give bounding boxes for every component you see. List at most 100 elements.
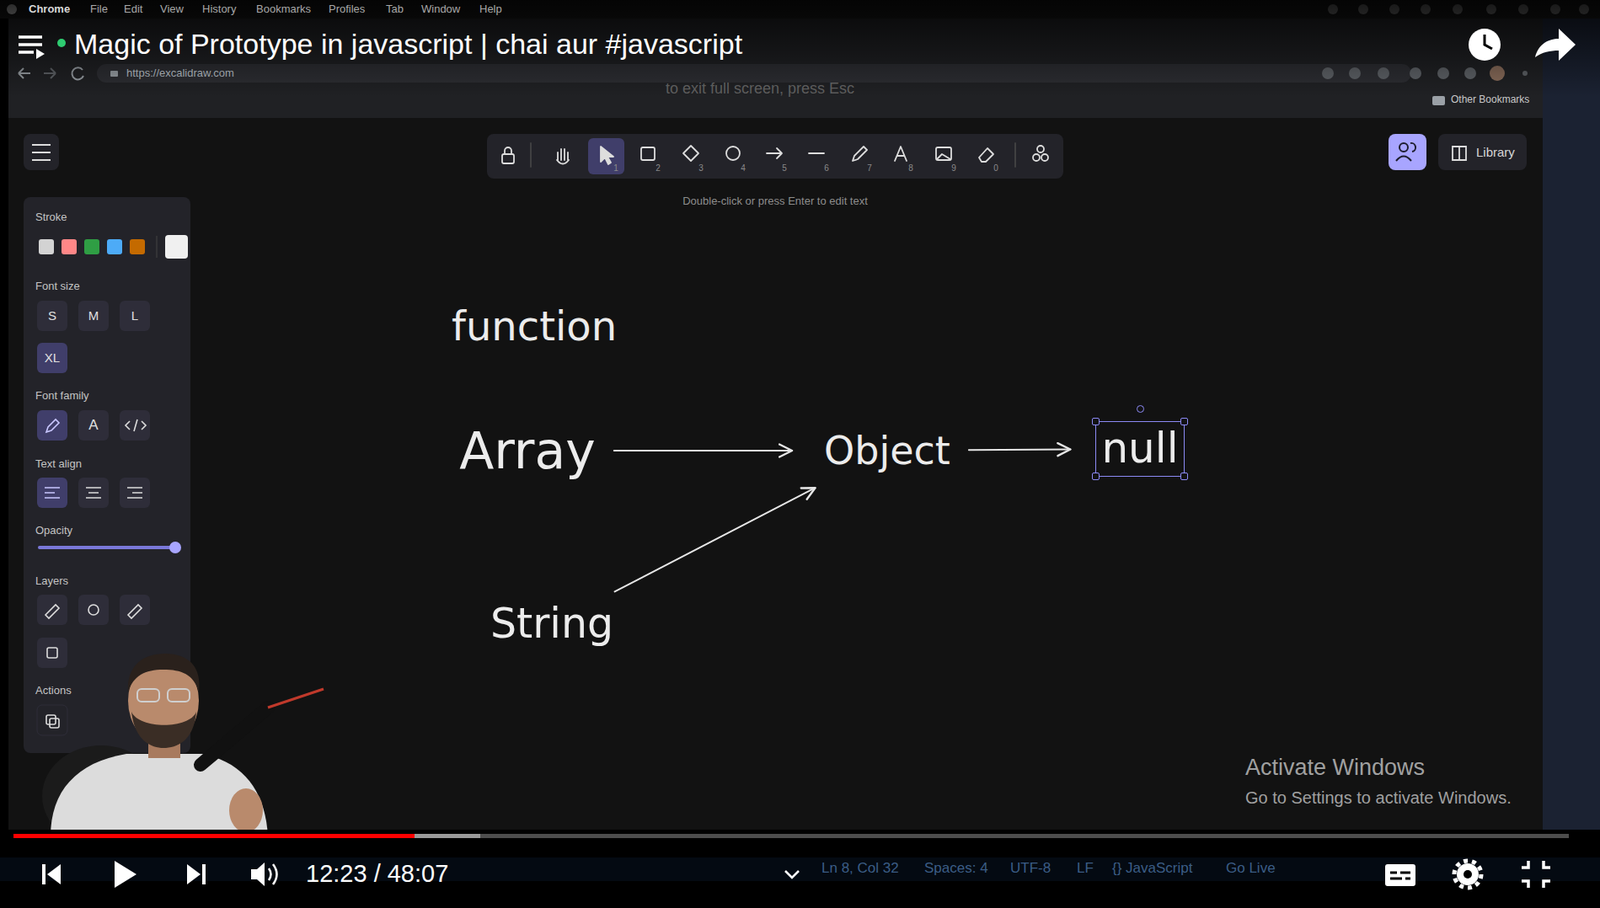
lock-shackle [504,147,512,155]
menu-item: Tab [385,3,404,17]
color-swatch [107,239,123,255]
image-mountain [936,154,951,160]
progress-track [13,834,1569,839]
menu-item: Profiles [328,3,365,17]
settings-hole [1463,870,1472,879]
panel-heading: Layers [35,575,69,589]
size-button [37,342,68,374]
arrow-connector [615,487,816,592]
video-title: Magic of Prototype in javascript | chai … [74,27,743,61]
video-time: 12:23 / 48:07 [305,860,449,889]
layer-icon [45,604,59,619]
select-tool [600,146,614,165]
captions-lines [1390,872,1411,879]
font-button [37,410,68,441]
layer-icons [45,604,142,728]
text-element: String [483,597,621,652]
size-button [119,300,150,332]
swatch-separator [156,235,158,258]
watch-later-icon [1468,28,1501,61]
color-swatch [84,239,100,255]
shortcut-number: 9 [951,163,957,174]
excalidraw-canvas [8,117,1543,830]
menu-item: Chrome [28,3,70,17]
panel-heading: Font size [35,280,81,294]
opacity-slider [37,545,179,550]
presenter-hair [128,653,200,693]
main-menu-button [23,133,59,171]
canvas-hint: Double-click or press Enter to edit text [682,195,868,209]
font-button [78,410,109,441]
diamond-tool [683,145,699,161]
status-item: Ln 8, Col 32 [821,860,899,878]
color-swatch [129,239,145,255]
size-option: S [48,308,57,323]
shortcut-number: 6 [824,163,830,174]
shortcut-number: 8 [908,163,914,174]
layer-button [119,594,150,626]
title-shade [0,0,1600,97]
color-swatch [61,239,77,255]
pencil-tool [852,146,867,161]
library-icon [1452,146,1467,161]
lock-tool [502,154,514,164]
node-text: Array [459,422,596,481]
button-label: Library [1476,144,1515,160]
color-swatch [38,239,54,255]
status-item: Go Live [1225,860,1276,878]
tool-separator [529,143,532,167]
tool-icons [502,143,1049,167]
collab-icon [1396,143,1416,161]
panel-heading: Stroke [35,211,68,225]
progress-played [13,834,415,839]
hand-font-icon [46,419,59,433]
presenter-hand [229,788,263,833]
selected-text-element: null [1095,421,1184,477]
code-font-icon [125,419,146,432]
playlist-play-icon [36,48,45,59]
selection-handle [1091,472,1100,481]
shortcut-number: 0 [993,163,999,174]
line-tool [808,152,825,155]
layer-button [78,594,109,626]
size-button [37,300,68,332]
watermark: Activate Windows [1245,754,1425,782]
playlist-icon [18,37,43,53]
collaborate-button [1388,133,1427,171]
font-button [119,410,150,441]
menu-item: Help [479,3,503,17]
ellipse-tool [726,146,740,161]
layer-button [37,594,68,626]
layer-icon [128,604,142,619]
arrow-connector [968,449,1071,452]
presenter-glasses [137,689,160,702]
extra-tool [1032,154,1040,161]
shortcut-number: 2 [655,163,661,174]
opacity-thumb [169,541,182,554]
size-option: L [131,308,139,323]
previous-icon [47,864,61,885]
status-item: {} JavaScript [1112,860,1193,878]
volume-icon [251,862,265,887]
tool-selected [588,138,625,175]
menu-item: View [160,3,184,17]
text-tool [894,146,907,161]
exit-fullscreen-icon [1521,861,1551,889]
rectangle-tool [641,147,655,161]
shortcut-number: 3 [698,163,704,174]
live-dot [57,38,66,48]
size-button [78,300,109,332]
next-icon [187,864,201,885]
microphone [200,707,268,766]
extra-tool [1037,145,1044,153]
library-button [1438,133,1527,171]
presenter-beard [131,711,197,749]
panel-heading: Text align [35,458,82,471]
presenter-glasses [167,689,190,702]
clock-hands [1484,34,1493,49]
rotation-handle [1136,405,1145,413]
size-option: M [88,308,100,323]
align-right-icon [127,487,143,498]
text-element: Object [817,425,958,477]
menu-item: Bookmarks [256,3,311,17]
